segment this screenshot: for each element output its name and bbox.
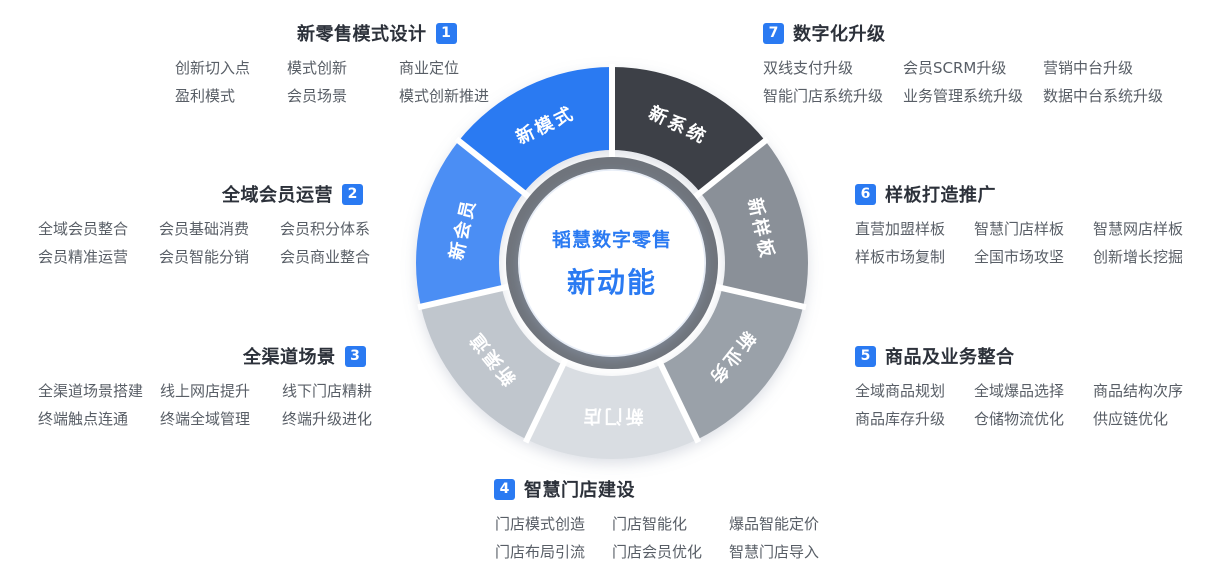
group-5-item: 商品结构次序 bbox=[1093, 382, 1184, 400]
group-2-title-row: 全域会员运营 2 bbox=[222, 183, 363, 206]
group-7-title: 数字化升级 bbox=[793, 24, 886, 45]
group-1-item: 盈利模式 bbox=[175, 87, 236, 105]
group-6-title: 样板打造推广 bbox=[885, 185, 996, 206]
group-2-item: 会员积分体系 bbox=[280, 220, 371, 238]
group-7-title-row: 7 数字化升级 bbox=[763, 22, 886, 45]
group-3-item: 线下门店精耕 bbox=[282, 382, 373, 400]
segment-separator bbox=[693, 136, 770, 200]
group-7-item: 营销中台升级 bbox=[1043, 59, 1134, 77]
segment-separator bbox=[522, 357, 569, 444]
wheel-segments bbox=[416, 67, 808, 459]
group-5-item: 仓储物流优化 bbox=[974, 410, 1065, 428]
group-6-item: 直营加盟样板 bbox=[855, 220, 946, 238]
group-7-item: 业务管理系统升级 bbox=[903, 87, 1024, 105]
group-6-item: 创新增长挖掘 bbox=[1093, 248, 1184, 266]
wheel-segment-7 bbox=[458, 67, 612, 193]
group-7-item: 双线支付升级 bbox=[763, 59, 854, 77]
wheel-segment-separators bbox=[417, 64, 807, 444]
wheel-segment-label: 新门店 bbox=[581, 405, 644, 427]
group-4-title: 智慧门店建设 bbox=[524, 480, 635, 501]
group-6-number-badge: 6 bbox=[855, 183, 876, 205]
group-1-number-badge: 1 bbox=[435, 22, 457, 44]
wheel-segment-5 bbox=[420, 288, 563, 440]
group-3-items: 全渠道场景搭建线上网店提升 线下门店精耕终端触点连通 终端全域管理 终端升级进化 bbox=[38, 377, 404, 433]
group-2-title: 全域会员运营 bbox=[222, 185, 333, 206]
group-1-title-row: 新零售模式设计 1 bbox=[297, 22, 457, 45]
group-1-items: 创新切入点 模式创新 商业定位盈利模式 会员场景 模式创新推进 bbox=[175, 54, 511, 110]
group-4-number-badge: 4 bbox=[494, 478, 515, 500]
group-1-title: 新零售模式设计 bbox=[297, 24, 427, 45]
wheel-hub bbox=[518, 169, 706, 357]
group-3-title-row: 全渠道场景 3 bbox=[243, 345, 366, 368]
group-2-item: 会员商业整合 bbox=[280, 248, 371, 266]
group-3-title: 全渠道场景 bbox=[243, 347, 336, 368]
group-3-item: 终端触点连通 bbox=[38, 410, 129, 428]
group-6-item: 智慧网店样板 bbox=[1093, 220, 1184, 238]
group-2-number-badge: 2 bbox=[342, 183, 363, 205]
group-5-item: 供应链优化 bbox=[1093, 410, 1169, 428]
group-6-items: 直营加盟样板 智慧门店样板 智慧网店样板样板市场复制 全国市场攻坚 创新增长挖掘 bbox=[855, 215, 1212, 271]
group-6-item: 样板市场复制 bbox=[855, 248, 946, 266]
group-3-item: 终端升级进化 bbox=[282, 410, 373, 428]
group-2-items: 全域会员整合 会员基础消费 会员积分体系会员精准运营 会员智能分销 会员商业整合 bbox=[38, 215, 401, 271]
wheel-inner-ring bbox=[506, 157, 718, 369]
group-4-item: 门店布局引流 bbox=[495, 543, 586, 561]
group-4-items: 门店模式创造 门店智能化 爆品智能定价门店布局引流 门店会员优化 智慧门店导入 bbox=[495, 510, 846, 565]
group-1-item: 会员场景 bbox=[287, 87, 348, 105]
group-1-item: 创新切入点 bbox=[175, 59, 251, 77]
group-2-item: 会员精准运营 bbox=[38, 248, 129, 266]
group-1-item: 商业定位 bbox=[399, 59, 460, 77]
group-7-item: 智能门店系统升级 bbox=[763, 87, 884, 105]
group-3-item: 终端全域管理 bbox=[160, 410, 251, 428]
group-4-item: 智慧门店导入 bbox=[729, 543, 820, 561]
group-4-title-row: 4 智慧门店建设 bbox=[494, 478, 635, 501]
group-7-items: 双线支付升级 会员SCRM升级 营销中台升级智能门店系统升级 业务管理系统升级 数据中台… bbox=[763, 54, 1183, 110]
group-1-item: 模式创新推进 bbox=[399, 87, 490, 105]
group-2-item: 会员智能分销 bbox=[159, 248, 250, 266]
group-6-item: 智慧门店样板 bbox=[974, 220, 1065, 238]
group-1-item: 模式创新 bbox=[287, 59, 348, 77]
group-3-number-badge: 3 bbox=[344, 345, 366, 367]
group-7-item: 会员SCRM升级 bbox=[903, 59, 1007, 77]
group-3-item: 全渠道场景搭建 bbox=[38, 382, 144, 400]
group-4-item: 爆品智能定价 bbox=[729, 515, 820, 533]
group-2-item: 会员基础消费 bbox=[159, 220, 250, 238]
segment-separator bbox=[417, 283, 510, 311]
group-7-number-badge: 7 bbox=[763, 22, 784, 44]
wheel-segment-3 bbox=[661, 288, 804, 440]
group-4-item: 门店智能化 bbox=[612, 515, 688, 533]
wheel-segment-1 bbox=[612, 67, 766, 193]
group-5-number-badge: 5 bbox=[855, 345, 876, 367]
group-5-item: 商品库存升级 bbox=[855, 410, 946, 428]
wheel-segment-6 bbox=[416, 140, 524, 307]
segment-separator bbox=[714, 283, 807, 311]
group-5-item: 全域爆品选择 bbox=[974, 382, 1065, 400]
wheel-segment-4 bbox=[527, 364, 697, 459]
group-2-item: 全域会员整合 bbox=[38, 220, 129, 238]
wheel-segment-2 bbox=[700, 140, 808, 307]
group-6-item: 全国市场攻坚 bbox=[974, 248, 1065, 266]
group-5-title-row: 5 商品及业务整合 bbox=[855, 345, 1015, 368]
group-5-items: 全域商品规划 全域爆品选择 商品结构次序商品库存升级 仓储物流优化 供应链优化 bbox=[855, 377, 1212, 433]
group-6-title-row: 6 样板打造推广 bbox=[855, 183, 996, 206]
group-4-item: 门店模式创造 bbox=[495, 515, 586, 533]
group-4-item: 门店会员优化 bbox=[612, 543, 703, 561]
group-3-item: 线上网店提升 bbox=[160, 382, 251, 400]
segment-separator bbox=[655, 357, 702, 444]
group-7-item: 数据中台系统升级 bbox=[1043, 87, 1164, 105]
group-5-title: 商品及业务整合 bbox=[885, 347, 1015, 368]
segment-separator bbox=[454, 136, 531, 200]
group-5-item: 全域商品规划 bbox=[855, 382, 946, 400]
